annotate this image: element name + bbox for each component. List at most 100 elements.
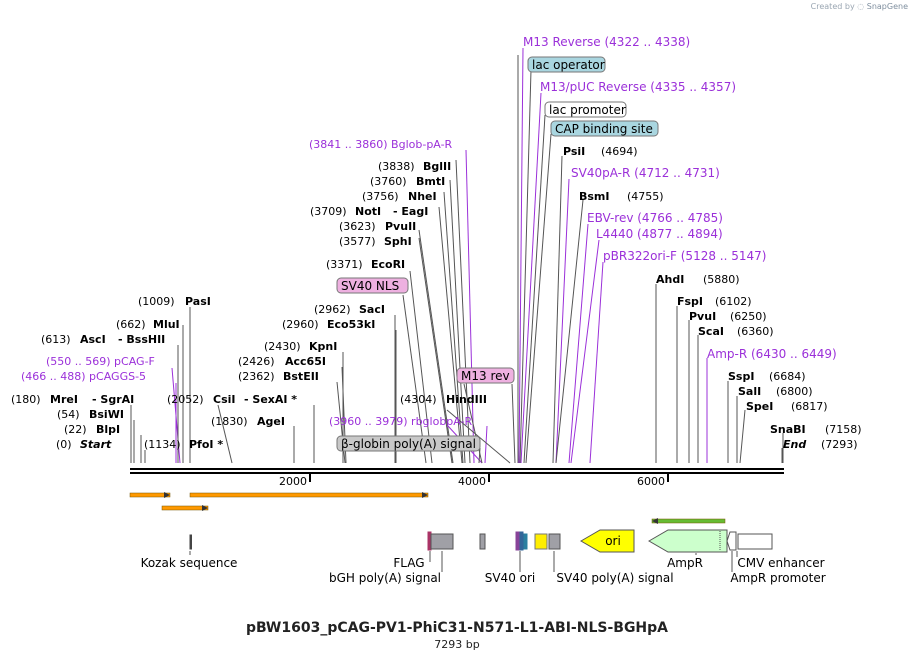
label-e-acc65i-pos: (2426) (238, 355, 275, 368)
label-e-fspi: FspI (677, 295, 703, 308)
label-l-pcaggs: (466 .. 488) pCAGGS-5 (21, 370, 146, 383)
feature-label-b-cap: CAP binding site (555, 122, 653, 136)
primer-connector-line (171, 367, 181, 464)
label-l-l4440: L4440 (4877 .. 4894) (596, 227, 723, 241)
label-e-bglii-pos: (3838) (378, 160, 415, 173)
enzyme-connector-line (217, 404, 233, 464)
label-e-ecori-pos: (3371) (326, 258, 363, 271)
plasmid-length: 7293 bp (434, 638, 480, 651)
label-e-pvuii-pos: (3623) (339, 220, 376, 233)
ruler-tick (488, 474, 490, 482)
label-e-sphi: SphI (384, 235, 412, 248)
enzyme-connector-line (478, 447, 481, 464)
feature-label-b-lacprom: lac promoter (549, 103, 626, 117)
label-e-blpi-pos: (22) (64, 423, 87, 436)
label-e-psii-pos: (4694) (601, 145, 638, 158)
label-e-start: Start (80, 438, 112, 451)
label-e-snabi: SnaBI (770, 423, 806, 436)
ori-arrow (580, 529, 635, 553)
label-e-bsiwi-pos: (54) (57, 408, 80, 421)
primer-connector-line (568, 223, 589, 464)
label-e-kpni: KpnI (309, 340, 337, 353)
sv40-promoter-glyph (534, 533, 548, 550)
ori-label: ori (605, 534, 621, 548)
label-e-kpni-pos: (2430) (264, 340, 301, 353)
kozak-sequence-glyph (189, 534, 192, 550)
enzyme-connector-line (519, 69, 532, 464)
feature-label-box (336, 277, 409, 294)
sv40-polya-glyph (548, 533, 561, 550)
feature-name-kozak: Kozak sequence (141, 556, 238, 570)
label-e-saci-pos: (2962) (314, 303, 351, 316)
label-e-sphi-pos: (3577) (339, 235, 376, 248)
label-e-eco53ki-pos: (2960) (282, 318, 319, 331)
bgh-polya-glyph (430, 533, 454, 550)
enzyme-connector-line (455, 159, 471, 464)
enzyme-connector-line (511, 383, 516, 464)
label-e-spei-pos: (6817) (791, 400, 828, 413)
label-e-eagi: - EagI (393, 205, 428, 218)
sv40-ori-glyph-c (523, 533, 528, 550)
label-e-asci: AscI (80, 333, 106, 346)
enzyme-connector-line (523, 114, 546, 464)
label-e-mlui-pos: (662) (116, 318, 146, 331)
ruler-tick (309, 474, 311, 482)
label-l-ampr-primer: Amp-R (6430 .. 6449) (707, 347, 837, 361)
label-l-pcagf: (550 .. 569) pCAG-F (46, 355, 155, 368)
label-l-m13puc: M13/pUC Reverse (4335 .. 4357) (540, 80, 736, 94)
label-e-bmti: BmtI (416, 175, 445, 188)
label-l-sv40par: SV40pA-R (4712 .. 4731) (571, 166, 720, 180)
label-e-snabi-pos: (7158) (825, 423, 862, 436)
label-e-csii: CsiI (213, 393, 235, 406)
feature-name-sv40-ori: SV40 ori (485, 571, 536, 585)
label-e-nhei-pos: (3756) (362, 190, 399, 203)
feature-label-b-sv40nls: SV40 NLS (341, 279, 399, 293)
sv40-ori-glyph-b (519, 531, 524, 551)
feature-label-box (336, 435, 481, 452)
label-e-pvuii: PvuII (385, 220, 416, 233)
label-e-mrei-pos: (180) (11, 393, 41, 406)
feature-name-cmv: CMV enhancer (737, 556, 824, 570)
label-e-nhei: NheI (408, 190, 437, 203)
label-e-saci: SacI (359, 303, 385, 316)
cmv-enhancer-glyph (737, 533, 773, 550)
label-e-bsmi: BsmI (579, 190, 610, 203)
enzyme-connector-line (409, 270, 433, 464)
feature-name-flag: FLAG (393, 556, 424, 570)
ruler-tick-label: 2000 (279, 475, 307, 488)
feature-label-b-m13rev: M13 rev (461, 369, 510, 383)
label-e-bsmi-pos: (4755) (627, 190, 664, 203)
label-e-start-pos: (0) (56, 438, 72, 451)
label-e-pfoi: PfoI * (189, 438, 223, 451)
label-e-pvui: PvuI (689, 310, 716, 323)
region-bar-2-arrowhead (422, 492, 428, 498)
snapgene-credit: Created by ◌ SnapGene (811, 2, 908, 11)
label-e-bmti-pos: (3760) (370, 175, 407, 188)
label-e-sali: SalI (738, 385, 761, 398)
feature-label-box (456, 367, 515, 384)
label-e-noti: NotI (355, 205, 381, 218)
label-l-rbglob: (3960 .. 3979) rbglobpA-R (329, 415, 473, 428)
ruler-tick (667, 474, 669, 482)
region-bar-1-arrowhead (164, 492, 170, 498)
label-e-spei: SpeI (746, 400, 773, 413)
label-e-scai: ScaI (698, 325, 724, 338)
feature-label-box (544, 101, 627, 118)
region-bar-ampr (651, 518, 726, 524)
primer-connector-line (465, 149, 475, 464)
enzyme-connector-line (418, 237, 453, 464)
feature-name-ampr: AmpR (667, 556, 703, 570)
label-e-pasi-pos: (1009) (138, 295, 175, 308)
plasmid-name: pBW1603_pCAG-PV1-PhiC31-N571-L1-ABI-NLS-… (245, 620, 669, 636)
primer-connector-line (484, 425, 488, 464)
primer-connector-line (589, 261, 604, 464)
label-e-agei-pos: (1830) (211, 415, 248, 428)
label-e-fspi-pos: (6102) (715, 295, 752, 308)
label-l-pbr: pBR322ori-F (5128 .. 5147) (603, 249, 766, 263)
feature-label-b-bglobin: β-globin poly(A) signal (341, 437, 476, 451)
label-e-acc65i: Acc65I (285, 355, 326, 368)
primer-connector-line (555, 178, 570, 464)
enzyme-connector-line (525, 133, 552, 464)
label-e-hindiii-pos: (4304) (400, 393, 437, 406)
